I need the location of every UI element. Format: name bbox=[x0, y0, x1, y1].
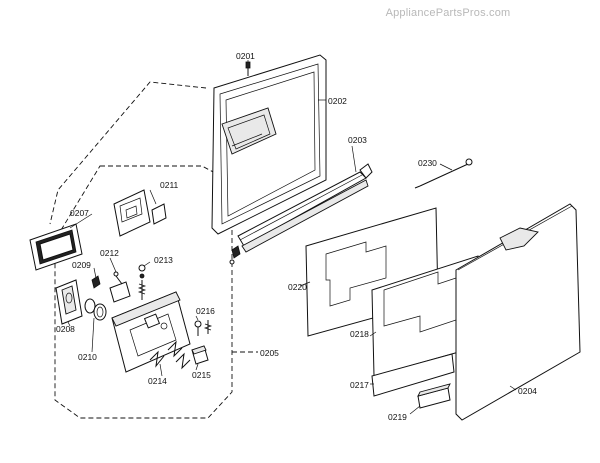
label-0211: 0211 bbox=[160, 180, 179, 190]
label-0205: 0205 bbox=[260, 348, 279, 358]
part-0216-screws bbox=[194, 320, 213, 336]
part-0207-display-frame bbox=[29, 223, 83, 271]
label-0213: 0213 bbox=[154, 255, 173, 265]
part-0219-bracket bbox=[417, 383, 451, 409]
leader-lines bbox=[67, 60, 517, 415]
watermark-text: AppliancePartsPros.com bbox=[386, 7, 511, 19]
label-0219: 0219 bbox=[388, 412, 407, 422]
part-labels: 0201 0202 0203 0230 0211 0207 0212 0213 … bbox=[56, 51, 537, 422]
part-0201-screw bbox=[245, 61, 251, 76]
label-0216: 0216 bbox=[196, 306, 215, 316]
label-0214: 0214 bbox=[148, 376, 167, 386]
label-0208: 0208 bbox=[56, 324, 75, 334]
part-0213-pin bbox=[137, 264, 147, 300]
part-0217-strip bbox=[371, 353, 455, 397]
label-0217: 0217 bbox=[350, 380, 369, 390]
label-0201: 0201 bbox=[236, 51, 255, 61]
label-0215: 0215 bbox=[192, 370, 211, 380]
part-0230-cable bbox=[414, 158, 473, 189]
control-module-body bbox=[111, 291, 191, 373]
label-0204: 0204 bbox=[518, 386, 537, 396]
part-0211-bracket bbox=[113, 189, 167, 237]
label-0202: 0202 bbox=[328, 96, 347, 106]
label-0212: 0212 bbox=[100, 248, 119, 258]
label-0218: 0218 bbox=[350, 329, 369, 339]
part-0204-outer-door bbox=[455, 203, 581, 421]
part-0215-block bbox=[191, 345, 209, 365]
label-0203: 0203 bbox=[348, 135, 367, 145]
control-assembly-callout bbox=[54, 165, 258, 419]
part-0214-springs bbox=[149, 340, 191, 370]
label-0209: 0209 bbox=[72, 260, 91, 270]
part-0208-switch-housing bbox=[55, 279, 83, 325]
label-0207: 0207 bbox=[70, 208, 89, 218]
part-0210-rings bbox=[84, 298, 107, 321]
label-0220: 0220 bbox=[288, 282, 307, 292]
dashed-link-0207 bbox=[49, 81, 207, 225]
part-0212-lever bbox=[109, 271, 131, 303]
part-0202-inner-door bbox=[211, 54, 327, 235]
label-0210: 0210 bbox=[78, 352, 97, 362]
label-0230: 0230 bbox=[418, 158, 437, 168]
part-0203-trim-strip bbox=[229, 163, 373, 265]
